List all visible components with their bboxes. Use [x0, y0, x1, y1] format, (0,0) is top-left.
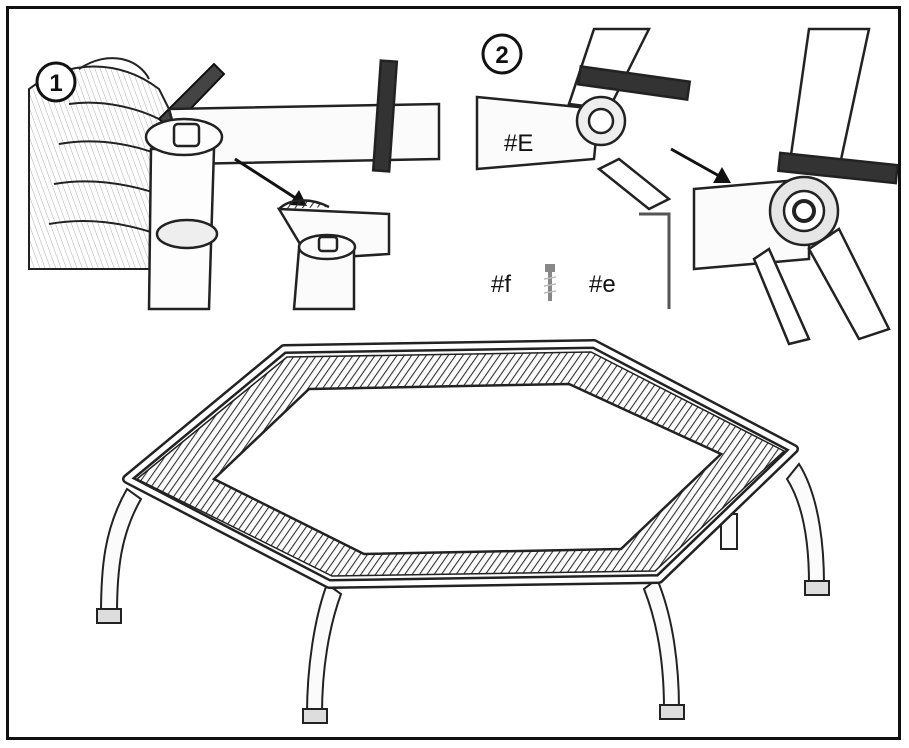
step1-number: 1 [49, 70, 62, 97]
step1-panel: 1 [28, 57, 441, 311]
trampoline-legs [96, 462, 830, 724]
step2-number: 2 [495, 42, 508, 69]
part-label-E: #E [504, 130, 533, 157]
nut-label: #e [589, 271, 616, 298]
step2-arrow [670, 147, 731, 183]
bolt-joint-detail-left [475, 27, 692, 211]
joined-result [276, 199, 391, 311]
leg-front-left [305, 582, 343, 715]
trampoline-illustration [96, 339, 830, 724]
step2-number-badge: 2 [481, 33, 523, 75]
step1-arrow [234, 157, 307, 206]
leg-tube [144, 117, 224, 311]
bolt-label: #f [491, 271, 511, 298]
leg-front-right [642, 577, 681, 710]
allen-key [639, 212, 671, 309]
jumping-mat [211, 382, 724, 556]
horizontal-tube [167, 59, 441, 173]
step1-number-badge: 1 [35, 61, 77, 103]
assembly-diagram: 1 2 #E [6, 6, 901, 740]
diagram-canvas: 1 2 #E [28, 27, 898, 724]
bolt-joint-detail-right [692, 27, 898, 346]
leg-back-left [99, 487, 143, 615]
bolt-icon [543, 264, 557, 301]
leg-back-right [785, 462, 826, 585]
step2-panel: 2 #E #f #e [475, 27, 898, 346]
